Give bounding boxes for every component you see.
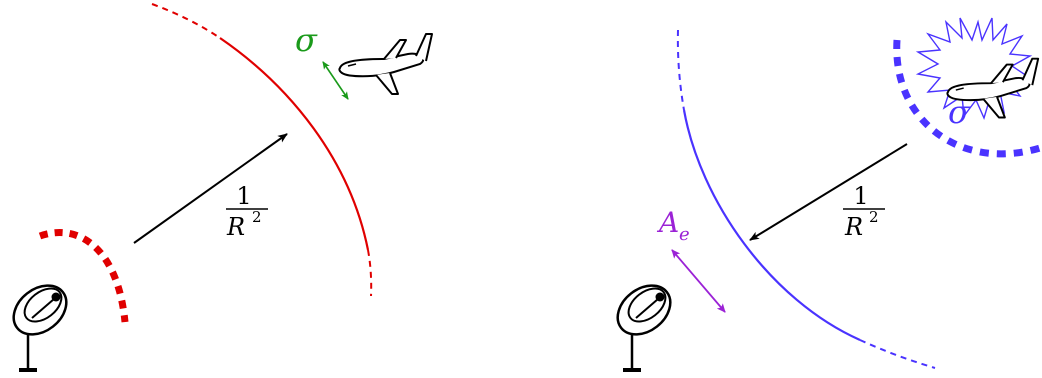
scatter-burst-icon [915, 17, 1033, 121]
fraction-denominator: R [844, 213, 863, 241]
radar-dish-icon [606, 273, 682, 372]
cross-section-label: σ [295, 21, 318, 59]
right-panel: σ 1 R 2 A e [606, 17, 1042, 372]
airplane-icon [338, 33, 433, 95]
fraction-denominator: R [226, 213, 245, 241]
left-panel: 1 R 2 σ [2, 3, 433, 372]
range-arrow [133, 133, 288, 244]
radar-dish-icon [2, 273, 78, 372]
echo-range-arrow [749, 143, 908, 241]
range-fraction: 1 R 2 [226, 182, 268, 241]
fraction-exponent: 2 [252, 208, 262, 226]
cross-section-arrow [322, 61, 349, 100]
range-fraction: 1 R 2 [843, 182, 885, 241]
scatter-wave-arc [893, 39, 1042, 158]
transmit-wavefront-arc-tail [367, 249, 373, 297]
aperture-arrow [671, 249, 726, 313]
transmit-wavefront-arc-solid [219, 37, 370, 251]
echo-wavefront-arc-tail [859, 339, 936, 369]
echo-wavefront-arc-solid [682, 109, 861, 342]
aperture-label: A e [656, 206, 690, 245]
aperture-base: A [656, 206, 679, 239]
fraction-exponent: 2 [869, 208, 879, 226]
fraction-numerator: 1 [236, 182, 251, 210]
aperture-subscript: e [679, 224, 690, 245]
fraction-numerator: 1 [853, 182, 868, 210]
echo-wavefront-arc-top [676, 29, 685, 111]
cross-section-label: σ [948, 93, 971, 131]
transmit-wavefront-arc [151, 3, 221, 39]
